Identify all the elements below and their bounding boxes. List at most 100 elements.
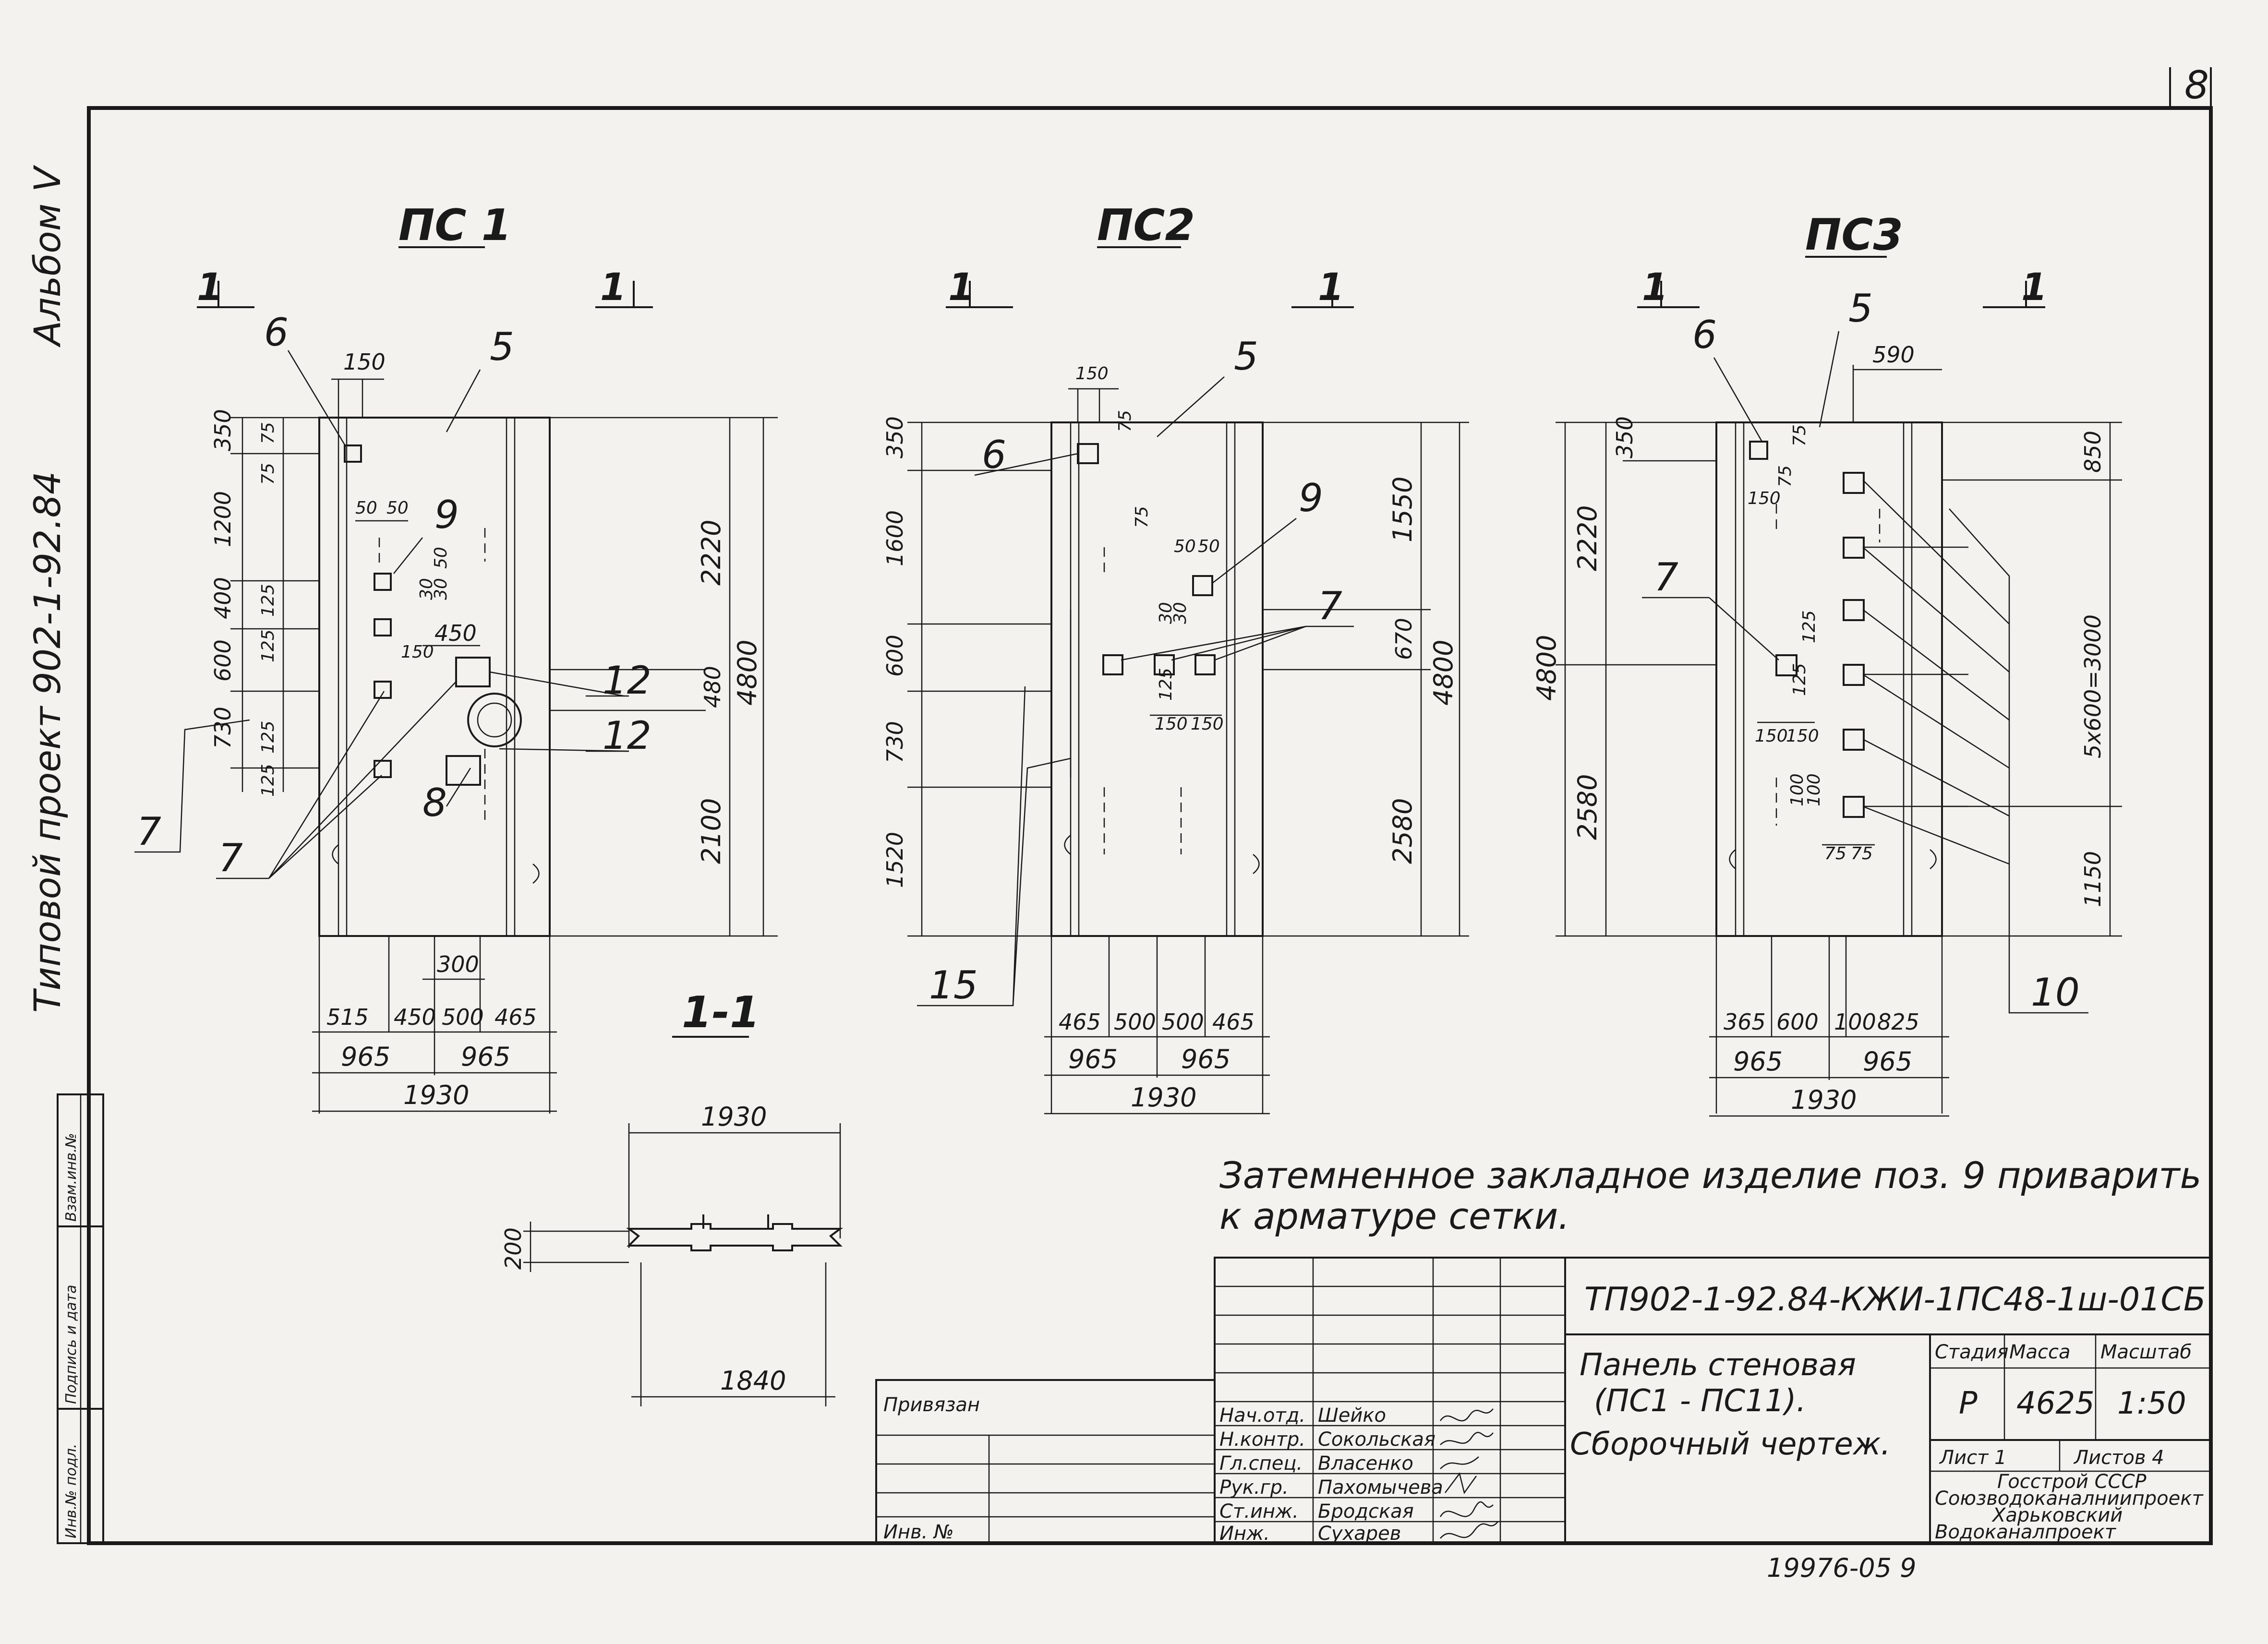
pc2-dim-bottom-500b: 500: [1162, 1009, 1204, 1035]
pc3-pos-7: 7: [1654, 555, 1678, 600]
tb-role-2: Гл.спец.: [1219, 1452, 1303, 1475]
pc3-dim-bottom-100: 100: [1834, 1009, 1876, 1035]
pc1-dim-top-30a: 30: [417, 578, 436, 600]
pc3-dim-bottom-965b: 965: [1863, 1046, 1912, 1077]
tb-name-line-2: (ПС1 - ПС11).: [1594, 1383, 1806, 1419]
tb-name-0: Шейко: [1318, 1404, 1386, 1427]
pc1-pos-9: 9: [434, 492, 459, 537]
tb-name-5: Сухарев: [1318, 1523, 1401, 1545]
pc1-title: ПС 1: [398, 200, 511, 251]
pc3-dim-right-5x600: 5x600=3000: [2080, 614, 2106, 758]
left-stamp-strip: Инв.№ подл. Подпись и дата Взам.инв.№: [57, 1093, 104, 1544]
pc2-dim-top-150: 150: [1075, 364, 1109, 384]
pc3-dim-left-4800: 4800: [1532, 635, 1562, 701]
section-dim-top: 1930: [701, 1102, 767, 1132]
pc3-dim-top-125b: 125: [1790, 663, 1810, 696]
pc1-pos-12-a: 12: [603, 658, 651, 703]
pc1-dim-left-5: 125: [258, 584, 278, 617]
album-caption: Альбом V: [26, 165, 69, 348]
pc1-pos-7-b: 7: [218, 836, 243, 880]
pc1-dim-left-4: 400: [210, 577, 236, 619]
view-pc2: ПС2 1 1 5 6 9 7 15: [882, 200, 1469, 1115]
pc1-pos-6: 6: [264, 310, 289, 355]
pc2-dim-left-0: 350: [882, 416, 908, 458]
tb-col-mass: Масса: [2009, 1341, 2071, 1363]
pc2-pos-5: 5: [1234, 334, 1258, 379]
note-line-2: к арматуре сетки.: [1219, 1195, 1569, 1237]
pc2-dim-bottom-465b: 465: [1212, 1009, 1255, 1035]
pc2-dim-right-1550: 1550: [1387, 477, 1418, 542]
pc1-section-mark-right: 1: [600, 266, 626, 309]
pc3-dim-top-150b: 150: [1786, 726, 1819, 746]
pc3-pos-6: 6: [1692, 312, 1717, 357]
tb-scale: 1:50: [2117, 1386, 2186, 1421]
pc2-pos-9: 9: [1299, 476, 1323, 520]
pc2-dim-top-75a: 75: [1115, 410, 1135, 432]
pc2-dim-top-50b: 50: [1198, 537, 1220, 556]
pc2-dim-right-4800: 4800: [1428, 640, 1459, 706]
tb-org-l3: Харьковский: [1991, 1504, 2123, 1526]
pc3-dim-right-850: 850: [2080, 431, 2106, 473]
signature-scribbles: [1439, 1408, 1498, 1539]
tb-role-4: Ст.инж.: [1219, 1500, 1299, 1523]
tb-doc-code: ТП902-1-92.84-КЖИ-1ПС48-1ш-01СБ: [1584, 1281, 2206, 1319]
tb-role-1: Н.контр.: [1219, 1428, 1305, 1451]
pc3-dim-bottom-825: 825: [1877, 1009, 1919, 1035]
pc1-dim-left-0: 350: [210, 409, 236, 451]
pc3-dim-top-150: 150: [1748, 489, 1781, 508]
tb-name-1: Сокольская: [1318, 1428, 1436, 1451]
pc2-dim-right-2580: 2580: [1387, 798, 1418, 864]
pc1-dim-top-50a: 50: [355, 498, 377, 518]
tb-stage: Р: [1959, 1386, 1978, 1421]
pc2-dim-left-1: 1600: [882, 510, 908, 566]
pc3-dim-right-1150: 1150: [2080, 851, 2106, 907]
pc1-dim-bottom-450: 450: [394, 1004, 436, 1030]
sheet-number: 8: [2184, 63, 2209, 108]
pc1-pos-8: 8: [422, 780, 447, 825]
pc2-dim-bottom-1930: 1930: [1131, 1082, 1196, 1113]
pc3-dim-top-100a: 100: [1787, 773, 1807, 806]
section-1-1-profile: 1930 200 1840: [500, 1102, 843, 1406]
pc2-title: ПС2: [1097, 200, 1195, 251]
pc1-dim-top-50b: 50: [386, 498, 409, 518]
tb-name-3: Пахомычева: [1318, 1476, 1443, 1499]
tb-name-line-1: Панель стеновая: [1580, 1347, 1856, 1383]
tb-org-l4: Водоканалпроект: [1935, 1521, 2117, 1543]
pc2-dim-bottom-965b: 965: [1181, 1044, 1231, 1074]
pc2-dim-top-125: 125: [1156, 668, 1176, 701]
tb-name-2: Власенко: [1318, 1452, 1413, 1475]
pc1-dim-right-2100: 2100: [696, 798, 726, 864]
pc1-dim-left-9: 125: [258, 720, 278, 754]
pc2-dim-top-50a: 50: [1174, 537, 1196, 556]
pc1-dim-top-150: 150: [343, 349, 386, 375]
tb-role-3: Рук.гр.: [1219, 1476, 1289, 1499]
pc1-dim-bottom-965a: 965: [341, 1042, 390, 1072]
pc3-pos-5: 5: [1848, 286, 1873, 331]
tb-col-stage: Стадия: [1935, 1341, 2008, 1363]
pc2-pos-15: 15: [929, 963, 978, 1008]
project-caption: Типовой проект 902-1-92.84: [26, 471, 69, 1013]
pc3-dim-bottom-365: 365: [1724, 1009, 1766, 1035]
tb-sheets: Листов 4: [2073, 1447, 2164, 1469]
section-dim-bottom: 1840: [720, 1366, 786, 1396]
strip-inv-orig: Инв.№ подл.: [63, 1444, 80, 1538]
pc3-dim-bottom-600: 600: [1776, 1009, 1819, 1035]
pc1-pos-5: 5: [490, 324, 514, 369]
pc3-dim-top-150a: 150: [1755, 726, 1788, 746]
pc1-dim-bottom-515: 515: [326, 1004, 369, 1030]
pc3-dim-bottom-965a: 965: [1733, 1046, 1783, 1077]
pc2-dim-top-30a: 30: [1156, 602, 1176, 624]
pc3-dim-top-75a: 75: [1775, 465, 1795, 487]
pc1-dim-left-10: 125: [258, 764, 278, 797]
view-pc1: ПС 1 1 1 6 5 9 12: [134, 200, 778, 1114]
pc2-dim-left-4: 1520: [882, 832, 908, 888]
note-line-1: Затемненное закладное изделие поз. 9 при…: [1219, 1154, 2201, 1197]
tb-name-line-3: Сборочный чертеж.: [1570, 1427, 1891, 1462]
tb-sheet: Лист 1: [1939, 1447, 2007, 1469]
pc1-dim-bottom-965b: 965: [461, 1042, 510, 1072]
pc1-dim-left-1: 75: [258, 422, 278, 444]
pc3-dim-left-350: 350: [1612, 416, 1638, 458]
pc2-dim-bottom-500a: 500: [1114, 1009, 1156, 1035]
strip-sign-date: Подпись и дата: [63, 1285, 80, 1404]
